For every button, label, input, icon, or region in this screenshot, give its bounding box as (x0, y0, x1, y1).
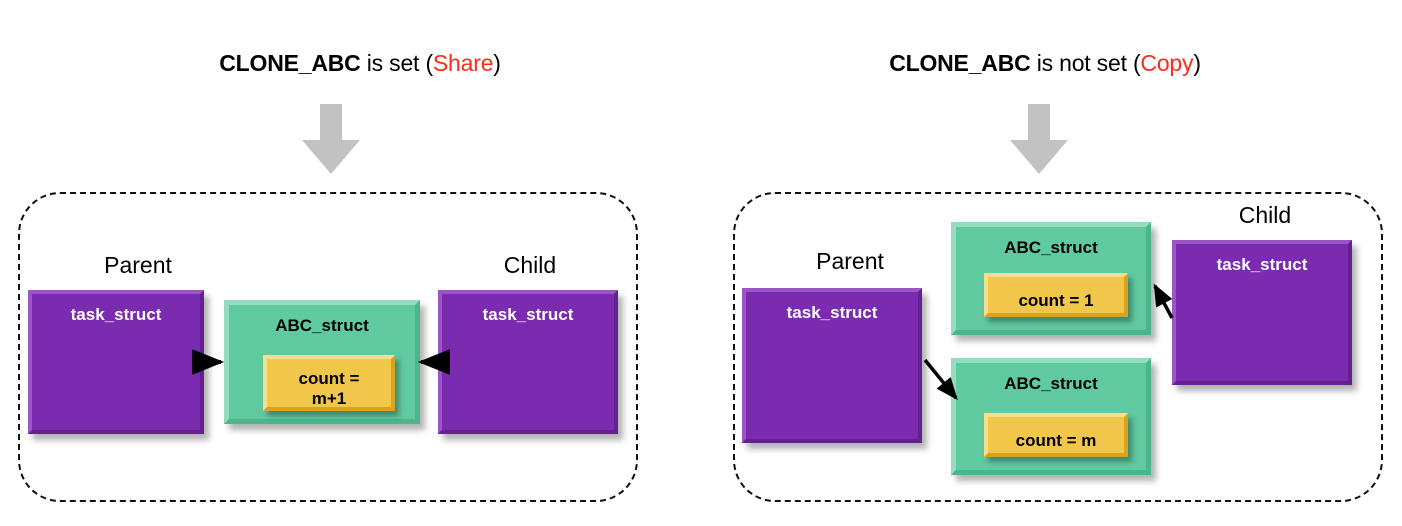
parent-task-struct-label: task_struct (70, 305, 162, 324)
child-task-struct-copy[interactable]: task_struct (1172, 240, 1352, 385)
abc-struct-shared-title: ABC_struct (275, 316, 369, 335)
panel-title-copy-mode: Copy (1140, 50, 1194, 76)
child-caption-copy: Child (1238, 202, 1292, 228)
abc-struct-shared[interactable]: ABC_struct count = m+1 (224, 300, 420, 424)
down-block-arrow-copy (1010, 104, 1068, 174)
panel-title-copy-middle: is not set ( (1030, 50, 1141, 76)
abc-struct-new[interactable]: ABC_struct count = 1 (951, 222, 1151, 335)
panel-title-share-mode: Share (432, 50, 494, 76)
parent-caption-copy: Parent (816, 248, 884, 274)
child-task-struct-label: task_struct (482, 305, 574, 324)
process-container-copy (733, 192, 1383, 502)
panel-title-copy-flag: CLONE_ABC (889, 50, 1031, 76)
block-arrow-head (1010, 140, 1068, 174)
panel-title-share-middle: is set ( (360, 50, 433, 76)
count-box-orig-label: count = m (1015, 430, 1097, 450)
parent-task-struct-copy[interactable]: task_struct (742, 288, 922, 443)
panel-title-share-close: ) (493, 50, 501, 76)
panel-title-share-flag: CLONE_ABC (219, 50, 361, 76)
abc-struct-new-title: ABC_struct (1004, 238, 1098, 257)
child-task-struct-share[interactable]: task_struct (438, 290, 618, 434)
abc-struct-orig-title: ABC_struct (1004, 374, 1098, 393)
down-block-arrow-share (302, 104, 360, 174)
panel-title-share: CLONE_ABC is set (Share) (100, 50, 620, 77)
count-box-new-label: count = 1 (1018, 290, 1094, 310)
abc-struct-orig[interactable]: ABC_struct count = m (951, 358, 1151, 475)
panel-title-copy-close: ) (1193, 50, 1201, 76)
parent-caption-share: Parent (104, 252, 172, 278)
process-container-share (18, 192, 638, 502)
child-task-struct-label: task_struct (1216, 255, 1308, 274)
block-arrow-shaft (1028, 104, 1050, 142)
block-arrow-shaft (320, 104, 342, 142)
parent-task-struct-label: task_struct (786, 303, 878, 322)
panel-title-copy: CLONE_ABC is not set (Copy) (785, 50, 1305, 77)
count-box-new[interactable]: count = 1 (984, 273, 1128, 317)
parent-task-struct-share[interactable]: task_struct (28, 290, 204, 434)
count-box-shared-label: count = m+1 (298, 369, 360, 408)
count-box-shared[interactable]: count = m+1 (263, 355, 395, 411)
child-caption-share: Child (503, 252, 557, 278)
block-arrow-head (302, 140, 360, 174)
count-box-orig[interactable]: count = m (984, 413, 1128, 457)
